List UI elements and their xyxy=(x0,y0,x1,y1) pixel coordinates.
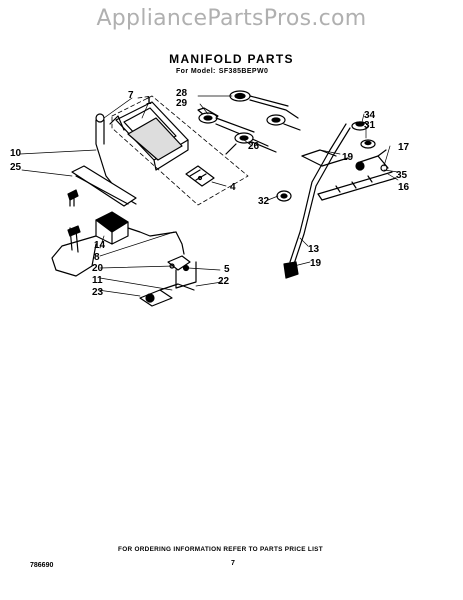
callout-25: 25 xyxy=(10,162,22,173)
callout-26: 26 xyxy=(248,141,260,152)
top-burner-right xyxy=(225,114,301,155)
model-line: For Model:SF385BEPW0 xyxy=(176,68,268,75)
callout-4: 4 xyxy=(230,182,236,193)
callout-20: 20 xyxy=(92,263,104,274)
callout-35: 35 xyxy=(396,170,408,181)
callout-31: 31 xyxy=(364,120,376,131)
supply-tube-left xyxy=(51,225,97,277)
callout-19-lower: 19 xyxy=(310,258,322,269)
callout-14: 14 xyxy=(94,240,106,251)
callout-23: 23 xyxy=(92,287,104,298)
callout-16: 16 xyxy=(398,182,410,193)
main-burner-housing xyxy=(109,101,189,171)
callout-8: 8 xyxy=(94,252,100,263)
valve-body xyxy=(95,211,185,255)
callout-11: 11 xyxy=(92,275,103,286)
callout-34: 34 xyxy=(364,110,376,121)
left-burner-tube xyxy=(67,113,137,207)
callout-28: 28 xyxy=(176,88,188,99)
callout-5: 5 xyxy=(224,264,230,275)
main-manifold-pipe xyxy=(317,149,397,201)
callout-32: 32 xyxy=(258,196,270,207)
grommet xyxy=(276,190,292,202)
top-burner-left xyxy=(197,90,299,147)
site-watermark: AppliancePartsPros.com xyxy=(96,6,367,31)
leader-lines xyxy=(19,95,399,297)
callout-29: 29 xyxy=(176,98,188,109)
callout-22: 22 xyxy=(218,276,230,287)
callout-10: 10 xyxy=(10,148,22,159)
callout-1: 1 xyxy=(146,96,152,107)
model-label: For Model: xyxy=(176,68,216,75)
mounting-bracket xyxy=(185,165,215,187)
callout-labels: 7 1 10 25 4 14 8 20 11 23 5 22 28 29 26 … xyxy=(10,88,410,298)
callout-17: 17 xyxy=(398,142,410,153)
diagram-title: MANIFOLD PARTS xyxy=(169,52,294,66)
regulator-assembly xyxy=(139,255,197,307)
page-number: 7 xyxy=(231,560,235,567)
burner-caps xyxy=(351,121,376,149)
model-number: SF385BEPW0 xyxy=(218,68,269,75)
assembly-group-box xyxy=(111,95,249,206)
callout-19-upper: 19 xyxy=(342,152,354,163)
callout-13: 13 xyxy=(308,244,320,255)
ordering-note: FOR ORDERING INFORMATION REFER TO PARTS … xyxy=(118,546,323,553)
callout-7: 7 xyxy=(128,90,134,101)
doc-number: 786690 xyxy=(30,562,54,569)
